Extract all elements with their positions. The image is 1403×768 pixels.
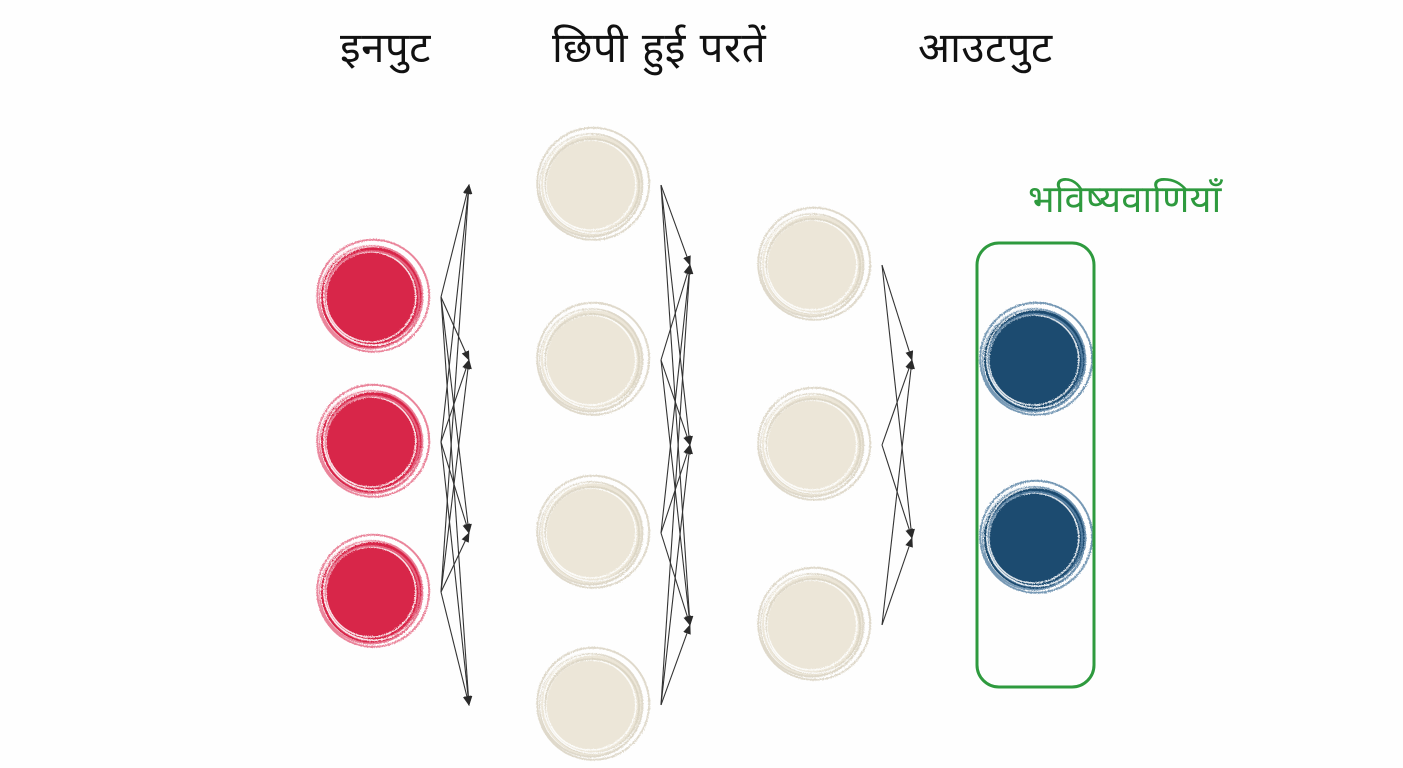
connection-input-1-to-hidden-1-3 (440, 296, 472, 534)
connection-hidden-1-3-to-hidden-2-1 (660, 264, 693, 534)
connection-hidden-2-1-to-output-1 (881, 264, 914, 361)
neuron-hidden-1-4 (536, 646, 651, 761)
neuron-output-2 (979, 479, 1094, 594)
output-layer-heading: आउटपुट (918, 23, 1053, 72)
neuron-input-3 (316, 533, 431, 648)
neuron-hidden-1-2 (536, 301, 651, 416)
connection-input-1-to-hidden-1-2 (440, 296, 470, 361)
connection-input-2-to-hidden-1-3 (440, 441, 471, 534)
neuron-hidden-1-1 (536, 126, 651, 241)
connection-hidden-1-1-to-hidden-2-3 (660, 184, 694, 626)
connections (440, 184, 915, 706)
connection-input-3-to-hidden-1-3 (440, 532, 470, 593)
connection-hidden-1-1-to-hidden-2-2 (660, 184, 693, 446)
predictions-label: भविष्यवाणियाँ (1028, 177, 1222, 221)
neuron-hidden-1-3 (536, 474, 651, 589)
connection-hidden-2-3-to-output-1 (881, 359, 915, 626)
connection-hidden-1-1-to-hidden-2-1 (660, 184, 691, 266)
connection-hidden-1-2-to-hidden-2-1 (660, 264, 692, 361)
connection-input-3-to-hidden-1-2 (440, 359, 472, 593)
neurons (316, 126, 1094, 761)
hidden-layers-heading: छिपी हुई परतें (552, 23, 767, 72)
connection-input-1-to-hidden-1-1 (440, 184, 471, 298)
connection-hidden-1-4-to-hidden-2-2 (660, 444, 693, 706)
neuron-hidden-2-1 (757, 206, 872, 321)
predictions-box (975, 241, 1096, 689)
connection-input-3-to-hidden-1-4 (440, 591, 471, 706)
neuron-hidden-2-3 (757, 566, 872, 681)
neuron-input-2 (316, 383, 431, 498)
neuron-input-1 (316, 238, 431, 353)
neuron-output-1 (979, 301, 1094, 416)
connection-hidden-2-2-to-output-1 (881, 359, 913, 446)
connection-hidden-1-4-to-hidden-2-3 (660, 624, 691, 706)
connection-input-1-to-hidden-1-4 (440, 296, 473, 706)
connection-input-2-to-hidden-1-1 (440, 184, 472, 443)
connection-input-2-to-hidden-1-2 (440, 359, 470, 443)
input-layer-heading: इनपुट (340, 23, 431, 72)
connection-input-2-to-hidden-1-4 (440, 441, 472, 706)
neuron-hidden-2-2 (757, 386, 872, 501)
connection-hidden-1-4-to-hidden-2-1 (660, 264, 694, 706)
connection-input-3-to-hidden-1-1 (440, 184, 473, 593)
connection-hidden-2-3-to-output-2 (881, 537, 913, 626)
